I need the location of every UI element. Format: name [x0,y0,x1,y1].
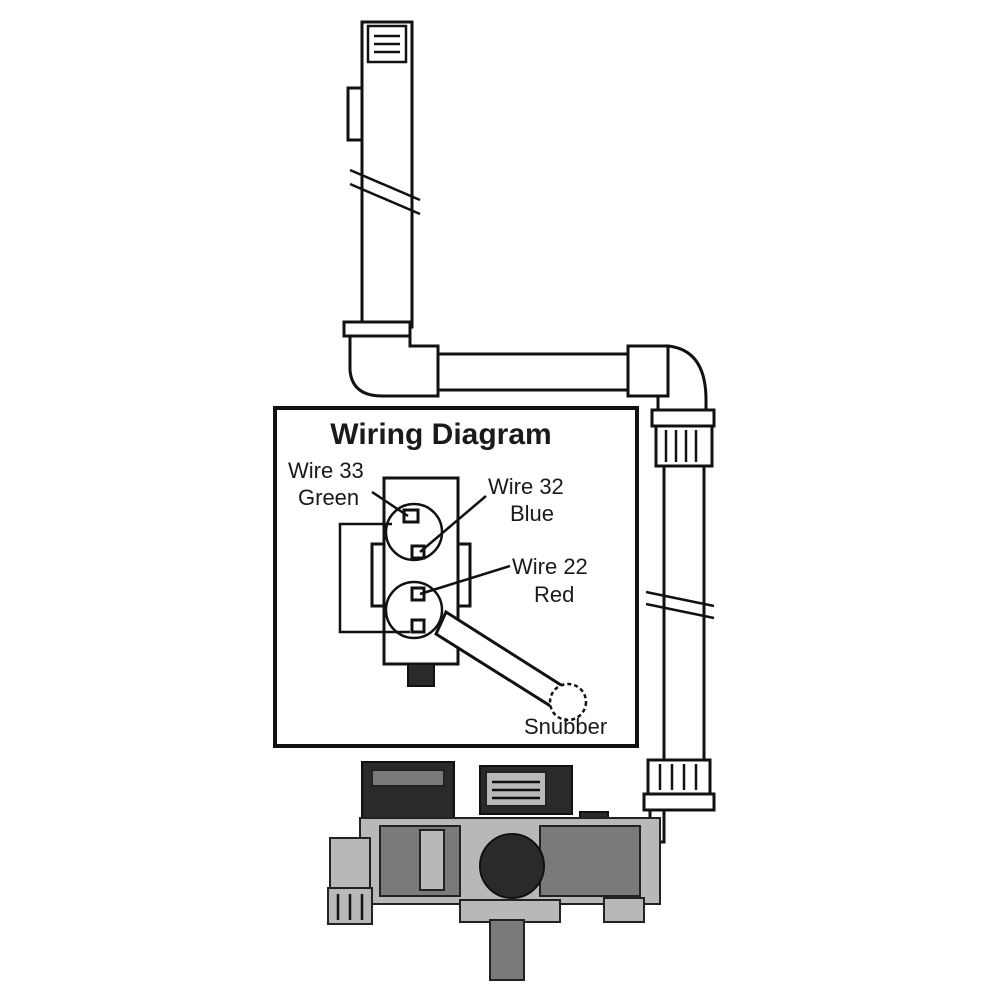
pipe-elbow-upper [348,334,708,414]
wire-33-number-label: Wire 33 [288,458,364,483]
wire-22-leader [419,564,511,596]
wire-32-number-label: Wire 32 [488,474,564,499]
switch-left-tab [370,542,386,608]
jumper-wire [338,522,410,634]
wiring-diagram-panel: Wiring Diagram Wire 33 Green Wire 32 Blu… [273,406,639,748]
wire-22-number-label: Wire 22 [512,554,588,579]
valve-regulator-dome [479,833,545,899]
wire-32-leader [419,495,487,553]
wire-33-terminal [402,508,420,524]
wire-22-color-label: Red [534,582,574,607]
switch-right-tab [456,542,472,608]
snubber-label: Snubber [524,714,607,739]
wire-32-color-label: Blue [510,501,554,526]
valve-outlet-stem [489,919,525,981]
diagram-title: Wiring Diagram [330,418,551,451]
lower-bottom-terminal [410,618,426,634]
wire-33-leader [371,490,409,518]
pipe-vertical-right [598,408,716,890]
gas-valve-assembly [327,761,661,981]
vent-pipe-top [342,20,421,338]
wire-33-color-label: Green [298,485,359,510]
snubber-end [548,682,588,722]
switch-plunger [407,663,435,687]
wire-32-terminal [410,544,426,560]
valve-inlet-fitting [329,837,371,891]
lower-terminal [384,580,444,640]
